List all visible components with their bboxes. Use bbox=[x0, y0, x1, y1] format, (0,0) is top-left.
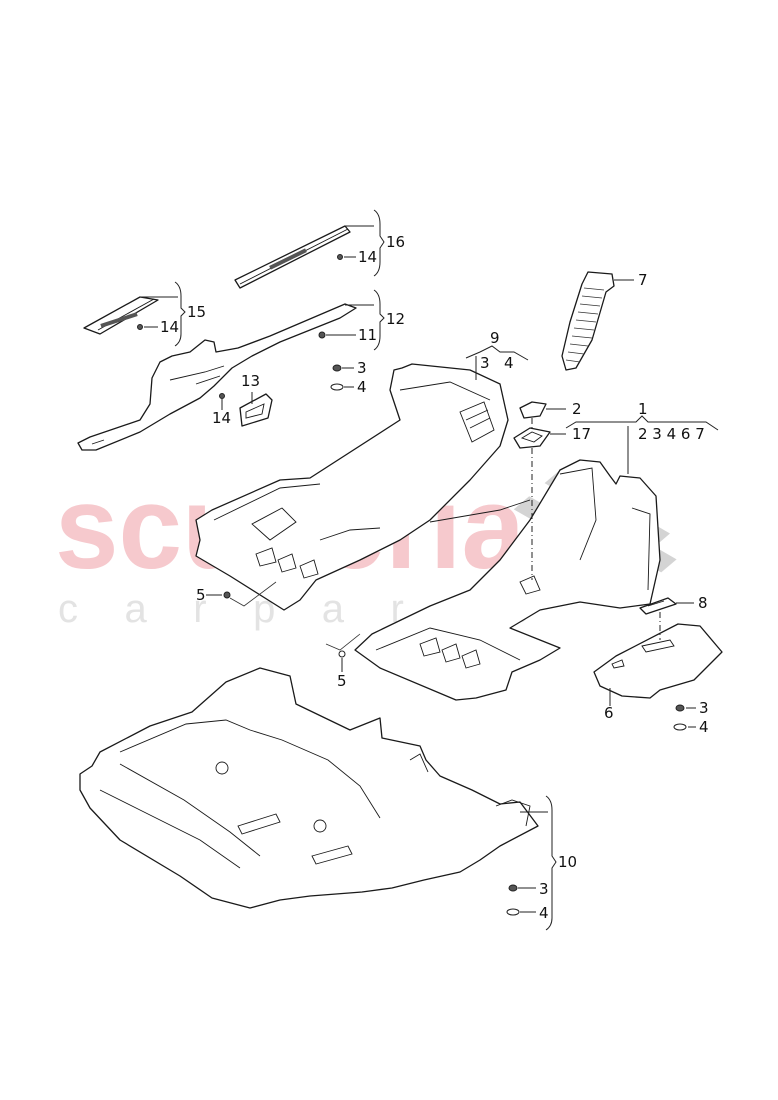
fastener-icon bbox=[338, 650, 346, 658]
nut-icon bbox=[675, 704, 685, 712]
callout-14[interactable]: 14 bbox=[212, 409, 231, 427]
fasteners bbox=[137, 254, 687, 916]
part-6-cover-panel[interactable] bbox=[593, 623, 723, 699]
nut-icon bbox=[332, 364, 342, 372]
callout-9-3[interactable]: 3 bbox=[480, 354, 490, 372]
callout-17[interactable]: 17 bbox=[572, 425, 591, 443]
callout-8[interactable]: 8 bbox=[698, 594, 708, 612]
callout-4[interactable]: 4 bbox=[699, 718, 709, 736]
screw-icon bbox=[137, 324, 143, 330]
screw-icon bbox=[337, 254, 343, 260]
callout-14[interactable]: 14 bbox=[160, 318, 179, 336]
washer-icon bbox=[673, 723, 687, 731]
callout-14[interactable]: 14 bbox=[358, 248, 377, 266]
part-8-grommet-plate[interactable] bbox=[639, 597, 677, 615]
part-13-handle-insert[interactable] bbox=[239, 393, 273, 427]
clip-icon bbox=[318, 331, 326, 339]
callout-1[interactable]: 1 bbox=[638, 400, 648, 418]
callout-15[interactable]: 15 bbox=[187, 303, 206, 321]
callout-12[interactable]: 12 bbox=[386, 310, 405, 328]
callout-10[interactable]: 10 bbox=[558, 853, 577, 871]
callout-3[interactable]: 3 bbox=[357, 359, 367, 377]
callout-6[interactable]: 6 bbox=[604, 704, 614, 722]
fastener-icon bbox=[223, 591, 231, 599]
part-9-tunnel-covering[interactable] bbox=[195, 363, 509, 611]
washer-icon bbox=[330, 383, 344, 391]
callout-11[interactable]: 11 bbox=[358, 326, 377, 344]
callout-5[interactable]: 5 bbox=[196, 586, 206, 604]
callout-9-4[interactable]: 4 bbox=[504, 354, 514, 372]
callout-1-includes: 2 3 4 6 7 bbox=[638, 425, 705, 443]
callout-labels: 16 14 15 14 12 11 13 14 3 4 9 3 4 7 2 17… bbox=[160, 233, 709, 922]
leader-lines bbox=[140, 209, 719, 931]
part-1-front-covering[interactable] bbox=[354, 459, 661, 701]
callout-4[interactable]: 4 bbox=[357, 378, 367, 396]
callout-3[interactable]: 3 bbox=[699, 699, 709, 717]
part-16-sill-plate[interactable] bbox=[234, 225, 351, 289]
part-17-retaining-frame[interactable] bbox=[513, 427, 551, 449]
callout-13[interactable]: 13 bbox=[241, 372, 260, 390]
callout-7[interactable]: 7 bbox=[638, 271, 648, 289]
screw-icon bbox=[219, 393, 225, 399]
part-10-rear-covering[interactable] bbox=[79, 667, 539, 909]
part-15-sill-plate[interactable] bbox=[83, 296, 159, 335]
nut-icon bbox=[508, 884, 518, 892]
callout-4[interactable]: 4 bbox=[539, 904, 549, 922]
callout-16[interactable]: 16 bbox=[386, 233, 405, 251]
part-7-footrest[interactable] bbox=[561, 271, 615, 371]
part-12-sill-trim[interactable] bbox=[77, 303, 357, 451]
callout-2[interactable]: 2 bbox=[572, 400, 582, 418]
callout-9[interactable]: 9 bbox=[490, 329, 500, 347]
washer-icon bbox=[506, 908, 520, 916]
callout-3[interactable]: 3 bbox=[539, 880, 549, 898]
callout-5[interactable]: 5 bbox=[337, 672, 347, 690]
part-2-cover-cap[interactable] bbox=[519, 401, 547, 419]
